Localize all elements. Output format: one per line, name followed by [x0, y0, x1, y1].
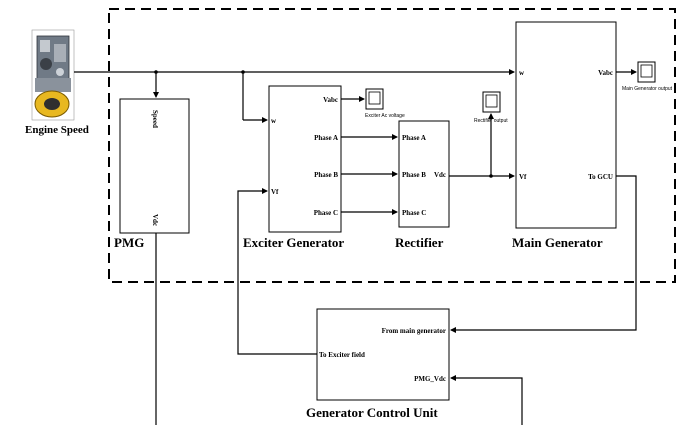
gcu-port-pmg-vdc: PMG_Vdc	[414, 375, 446, 383]
rectifier-port-phase-a: Phase A	[402, 134, 426, 142]
pmg-port-speed: Speed	[151, 110, 159, 128]
rectifier-port-phase-c: Phase C	[402, 209, 426, 217]
rectifier-port-phase-b: Phase B	[402, 171, 426, 179]
main-gen-port-vabc: Vabc	[598, 69, 613, 77]
main-gen-port-to-gcu: To GCU	[588, 173, 613, 181]
rectifier-scope[interactable]	[483, 92, 500, 112]
rectifier-port-vdc: Vdc	[434, 171, 446, 179]
exciter-scope-label: Exciter Ac voltage	[365, 113, 405, 119]
main-generator-scope-label: Main Generator output	[622, 86, 673, 92]
gcu-port-from-main: From main generator	[382, 327, 446, 335]
exciter-label: Exciter Generator	[243, 235, 344, 250]
main-generator-scope[interactable]	[638, 62, 655, 82]
main-generator-block[interactable]	[516, 22, 616, 228]
exciter-port-vf: Vf	[271, 188, 279, 196]
engine-label: Engine Speed	[25, 124, 89, 136]
gcu-port-to-exciter: To Exciter field	[319, 351, 365, 359]
exciter-port-phase-c: Phase C	[314, 209, 338, 217]
gcu-label: Generator Control Unit	[306, 405, 438, 420]
pmg-label: PMG	[114, 235, 144, 250]
exciter-port-phase-a: Phase A	[314, 134, 338, 142]
main-generator-label: Main Generator	[512, 235, 603, 250]
exciter-port-vabc: Vabc	[323, 96, 338, 104]
wire-pmg-vdc-to-gcu	[451, 378, 522, 425]
exciter-scope[interactable]	[366, 89, 383, 109]
engine-icon[interactable]	[32, 30, 74, 120]
main-gen-port-vf: Vf	[519, 173, 527, 181]
pmg-port-vdc: Vdc	[151, 214, 159, 226]
rectifier-label: Rectifier	[395, 235, 444, 250]
exciter-port-phase-b: Phase B	[314, 171, 338, 179]
